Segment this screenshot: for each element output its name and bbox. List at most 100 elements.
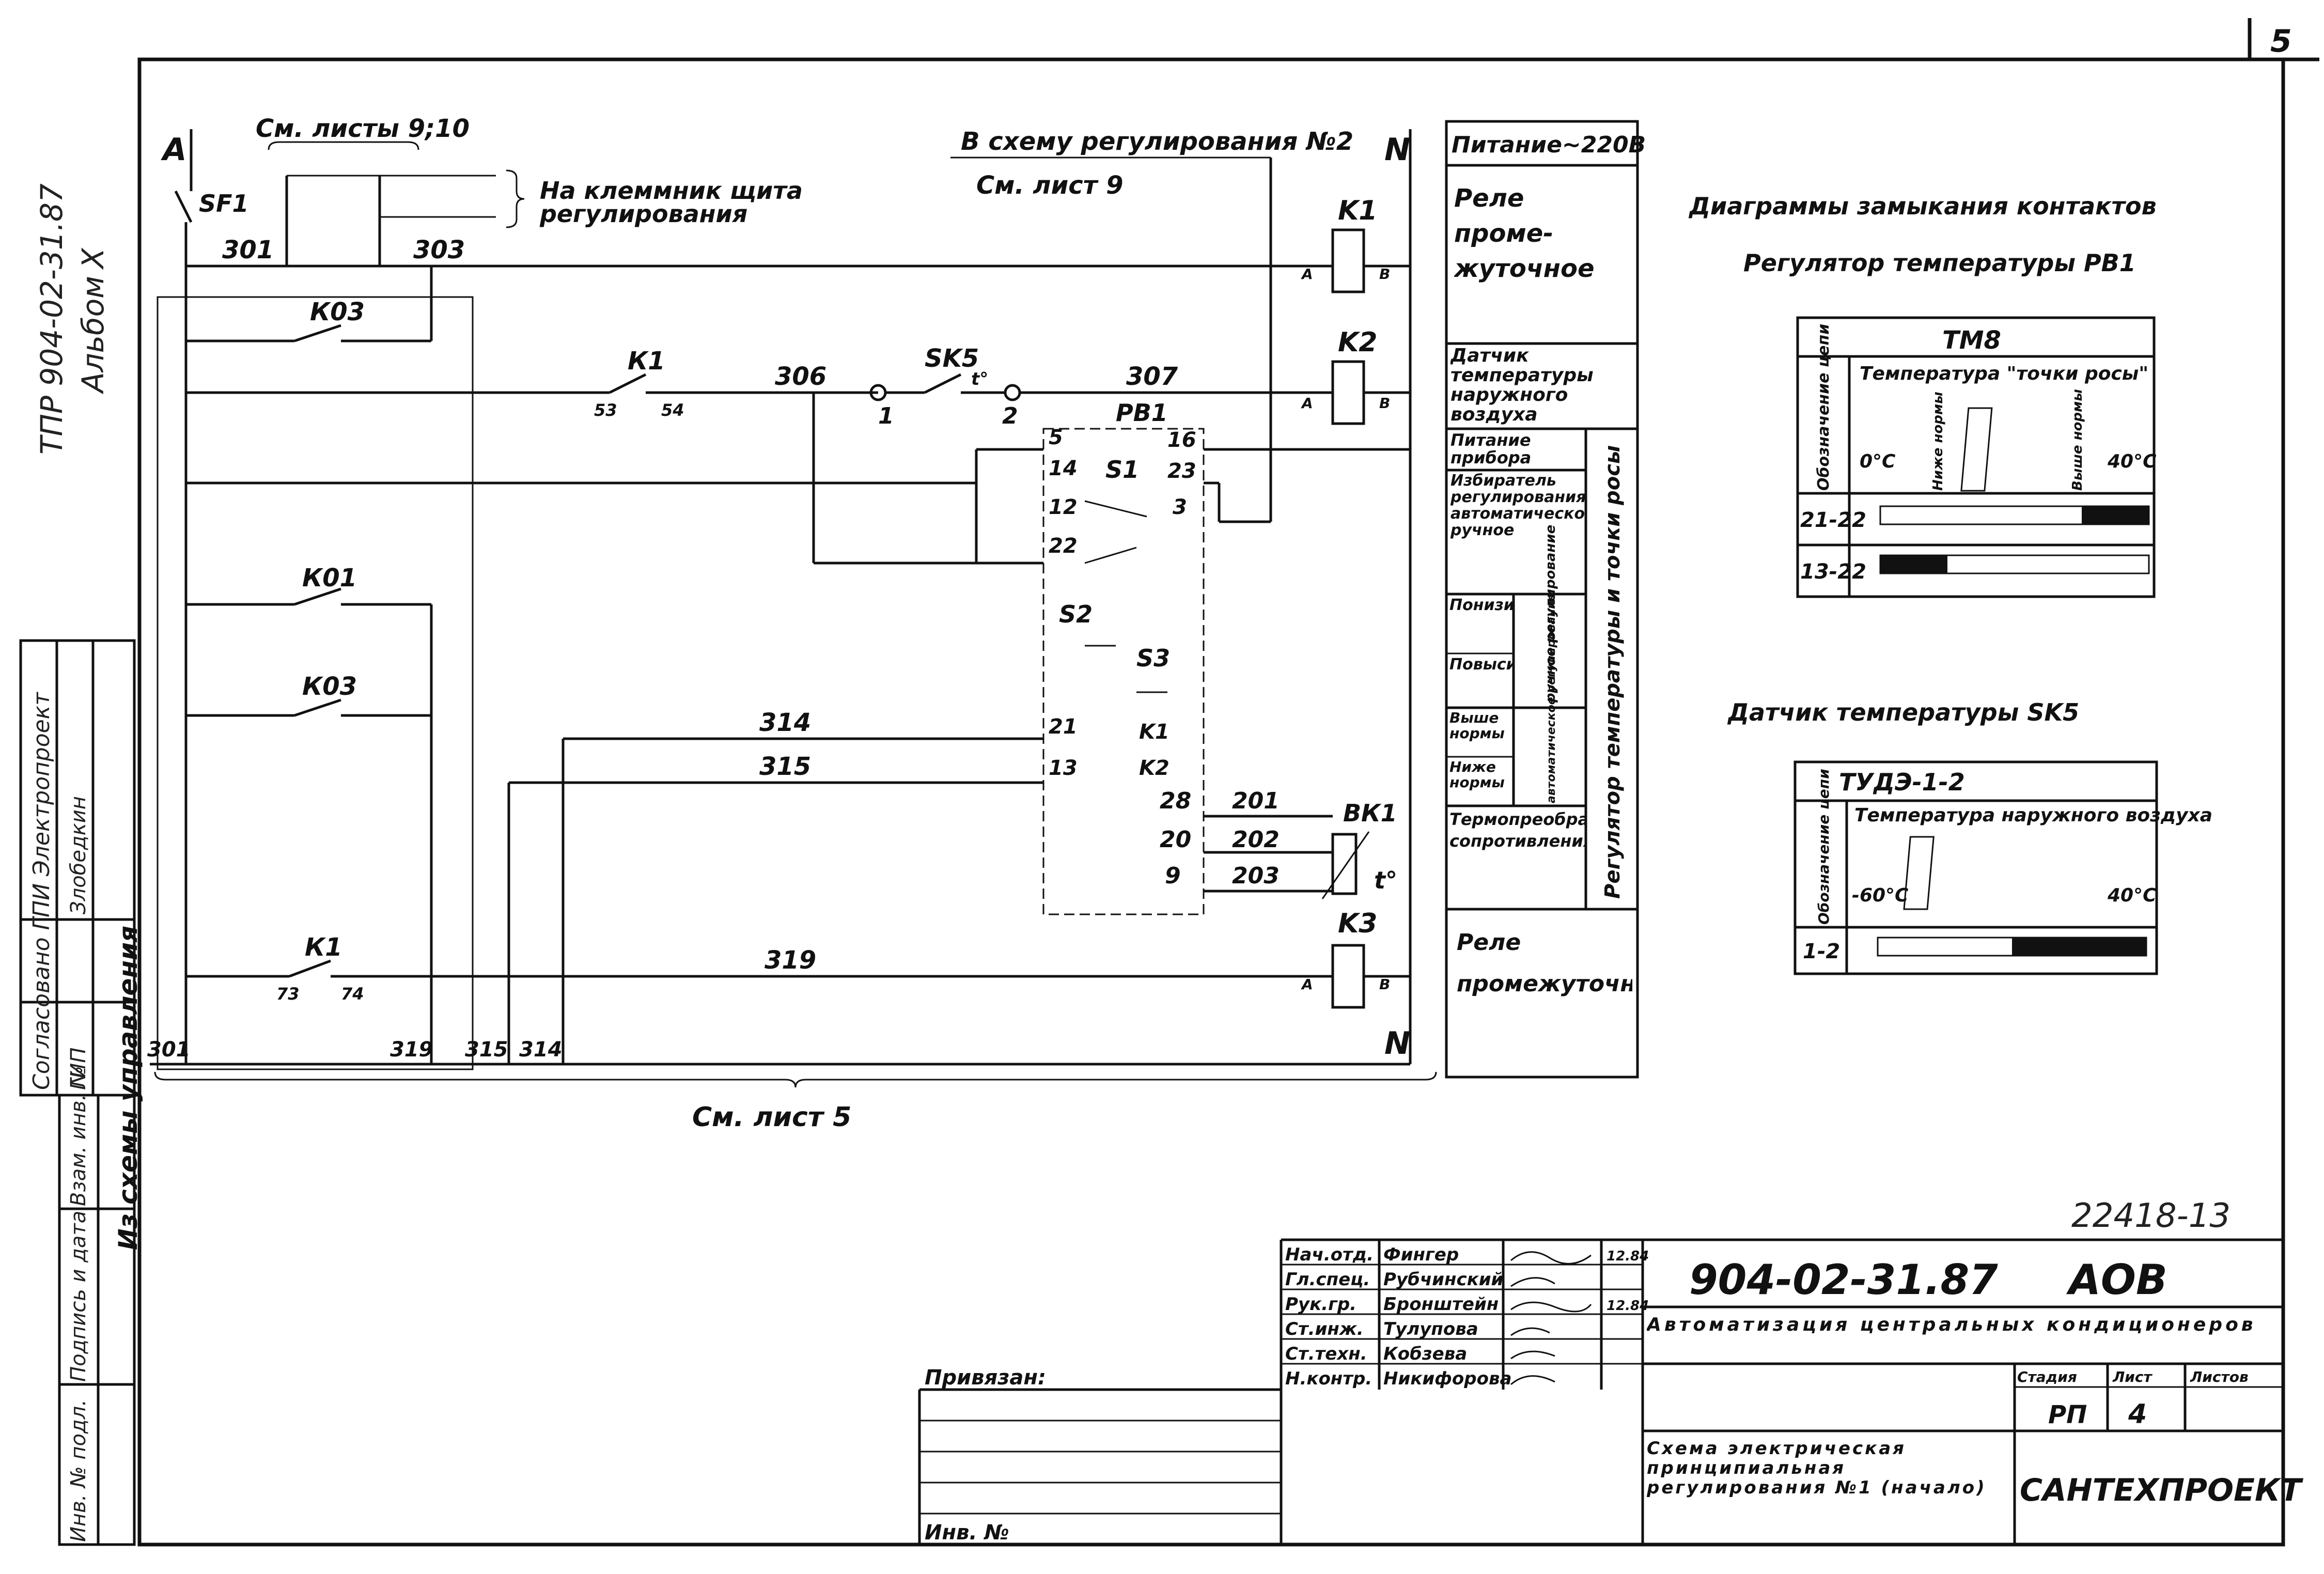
svg-text:Обозначение цепи: Обозначение цепи bbox=[1815, 324, 1833, 491]
svg-text:23: 23 bbox=[1167, 459, 1196, 483]
svg-text:Бронштейн: Бронштейн bbox=[1383, 1294, 1499, 1315]
svg-text:S2: S2 bbox=[1059, 600, 1093, 628]
svg-text:904-02-31.87: 904-02-31.87 bbox=[1689, 1256, 1998, 1304]
svg-text:Стадия: Стадия bbox=[2017, 1368, 2077, 1385]
sign-date-label: Подпись и дата bbox=[67, 1211, 90, 1382]
replace-inv-label: Взам. инв. № bbox=[67, 1066, 90, 1206]
svg-text:Диаграммы замыкания контактов: Диаграммы замыкания контактов bbox=[1688, 192, 2157, 220]
svg-text:K2: K2 bbox=[1139, 756, 1169, 780]
doc-number-top: 22418-13 bbox=[2071, 1197, 2231, 1235]
svg-text:t°: t° bbox=[1374, 866, 1397, 894]
k03-top-label: К03 bbox=[310, 298, 365, 326]
svg-text:1-2: 1-2 bbox=[1803, 940, 1840, 963]
wire-label-303: 303 bbox=[413, 236, 465, 264]
wire-label-307: 307 bbox=[1126, 362, 1178, 391]
see-sheet9-label: См. лист 9 bbox=[976, 171, 1124, 200]
svg-text:12: 12 bbox=[1049, 495, 1078, 519]
svg-text:Регулятор температуры РВ1: Регулятор температуры РВ1 bbox=[1743, 249, 2136, 277]
svg-text:А: А bbox=[1301, 266, 1313, 283]
gip-label: ГИП bbox=[67, 1048, 90, 1090]
sk5-contact-diagram: Датчик температуры SK5 ТУДЭ-1-2 Обозначе… bbox=[1727, 698, 2212, 975]
svg-text:Никифорова: Никифорова bbox=[1383, 1368, 1511, 1389]
svg-text:K3: K3 bbox=[1338, 908, 1377, 939]
svg-text:Ниже нормы: Ниже нормы bbox=[1930, 392, 1946, 491]
svg-text:K2: K2 bbox=[1338, 327, 1377, 358]
svg-text:Листов: Листов bbox=[2190, 1368, 2249, 1385]
svg-text:АОВ: АОВ bbox=[2066, 1256, 2167, 1304]
svg-text:А: А bbox=[1301, 976, 1313, 993]
svg-text:Регулятор температуры и точки: Регулятор температуры и точки росы bbox=[1601, 445, 1625, 899]
svg-text:13-22: 13-22 bbox=[1800, 560, 1866, 584]
svg-text:В: В bbox=[1379, 266, 1390, 283]
signatures bbox=[1510, 1251, 1592, 1385]
svg-text:Ст.техн.: Ст.техн. bbox=[1285, 1344, 1367, 1364]
svg-text:202: 202 bbox=[1232, 827, 1280, 853]
k1-contact-a bbox=[609, 373, 647, 394]
svg-text:Выше нормы: Выше нормы bbox=[2070, 389, 2085, 491]
k03-mid-label: К03 bbox=[302, 672, 357, 701]
wire-label-314: 314 bbox=[759, 708, 811, 737]
svg-text:S3: S3 bbox=[1136, 644, 1170, 672]
svg-text:Датчик температуры SK5: Датчик температуры SK5 bbox=[1727, 698, 2079, 726]
gip-name: Злобедкин bbox=[67, 796, 90, 914]
svg-text:16: 16 bbox=[1167, 428, 1196, 452]
svg-text:Рук.гр.: Рук.гр. bbox=[1285, 1294, 1356, 1315]
bottom-301: 301 bbox=[147, 1038, 191, 1062]
svg-text:-60°С: -60°С bbox=[1852, 885, 1909, 906]
k01-contact bbox=[294, 587, 341, 606]
svg-text:4: 4 bbox=[2128, 1399, 2147, 1430]
sk5-term-2: 2 bbox=[1002, 403, 1018, 429]
k1-contact-b bbox=[289, 959, 331, 978]
svg-text:21-22: 21-22 bbox=[1800, 508, 1866, 532]
sk5-temp-symbol: t° bbox=[971, 369, 988, 389]
k03-top-contact bbox=[294, 324, 341, 342]
sk5-label: SK5 bbox=[925, 344, 979, 373]
neutral-bottom-label: N bbox=[1384, 1025, 1410, 1062]
album-roman: X bbox=[75, 247, 111, 270]
k1b-pin-l: 73 bbox=[276, 984, 300, 1004]
svg-text:20: 20 bbox=[1160, 827, 1191, 853]
to-scheme-label: В схему регулирования №2 bbox=[961, 127, 1353, 156]
see-sheet5-bracket bbox=[154, 1071, 1437, 1088]
svg-text:28: 28 bbox=[1160, 788, 1191, 814]
svg-text:K1: K1 bbox=[1139, 720, 1169, 744]
terminal-note-2: регулирования bbox=[539, 200, 747, 228]
svg-text:ТУДЭ-1-2: ТУДЭ-1-2 bbox=[1839, 768, 1965, 796]
svg-text:РП: РП bbox=[2048, 1400, 2087, 1429]
sk5-term-1: 1 bbox=[878, 403, 894, 429]
bottom-314: 314 bbox=[519, 1038, 563, 1062]
bottom-315: 315 bbox=[465, 1038, 508, 1062]
see-sheet5-label: См. лист 5 bbox=[692, 1102, 851, 1133]
terminal-brace bbox=[506, 169, 525, 228]
see-sheets-bracket bbox=[268, 141, 419, 150]
svg-text:В: В bbox=[1379, 395, 1390, 412]
svg-text:203: 203 bbox=[1232, 863, 1280, 889]
svg-text:Рубчинский: Рубчинский bbox=[1383, 1269, 1503, 1290]
svg-text:21: 21 bbox=[1049, 715, 1078, 739]
svg-text:ТМ8: ТМ8 bbox=[1942, 326, 2001, 355]
wire-label-306: 306 bbox=[775, 362, 826, 391]
svg-text:Инв. №: Инв. № bbox=[925, 1521, 1009, 1545]
bk1-sensor: ВК1 t° 28 20 9 201 202 203 bbox=[1160, 788, 1397, 899]
k1a-pin-l: 53 bbox=[594, 400, 617, 420]
svg-text:14: 14 bbox=[1049, 457, 1078, 480]
wire-label-301: 301 bbox=[222, 236, 274, 264]
k1a-pin-r: 54 bbox=[661, 400, 684, 420]
neutral-top-label: N bbox=[1384, 132, 1410, 168]
svg-text:САНТЕХПРОЕКТ: САНТЕХПРОЕКТ bbox=[2020, 1472, 2303, 1508]
k1a-label: К1 bbox=[628, 347, 665, 376]
svg-text:22: 22 bbox=[1049, 534, 1078, 558]
sf1-breaker bbox=[174, 190, 193, 223]
control-frame bbox=[157, 296, 474, 1070]
svg-text:Температура наружного воздуха: Температура наружного воздуха bbox=[1854, 805, 2212, 826]
svg-text:А: А bbox=[1301, 395, 1313, 412]
k01-label: К01 bbox=[302, 564, 357, 593]
wire-label-319: 319 bbox=[765, 946, 816, 975]
svg-text:3: 3 bbox=[1173, 495, 1187, 519]
svg-text:Фингер: Фингер bbox=[1383, 1244, 1459, 1265]
wire-label-315: 315 bbox=[759, 752, 811, 781]
terminal-note-1: На клеммник щита bbox=[540, 177, 803, 205]
title-block: Привязан: Инв. № Нач.отд. Гл.спец. Рук.г… bbox=[918, 1238, 2303, 1545]
